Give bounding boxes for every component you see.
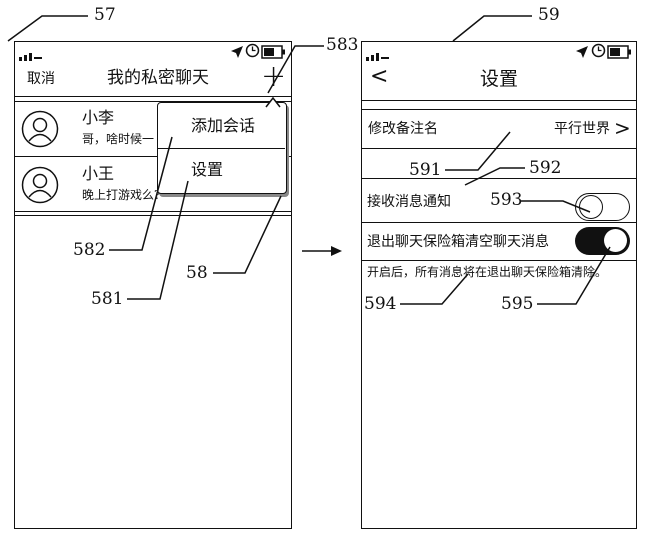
menu-item-label: 添加会话 — [191, 116, 256, 135]
cancel-button[interactable]: 取消 — [27, 71, 55, 87]
section-divider — [361, 109, 637, 110]
row-divider — [361, 260, 637, 261]
row-divider-2 — [14, 215, 292, 216]
location-icon — [575, 44, 589, 63]
remark-row[interactable]: 修改备注名 平行世界 > — [361, 110, 637, 148]
clear-on-exit-toggle[interactable] — [575, 227, 630, 255]
ref-label-592: 592 — [529, 158, 562, 178]
chat-preview: 哥，啥时候一 — [82, 132, 155, 146]
notify-row: 接收消息通知 — [361, 179, 637, 221]
clock-icon — [245, 43, 260, 62]
ref-label-581: 581 — [91, 289, 124, 309]
section-divider — [361, 178, 637, 179]
remark-label: 修改备注名 — [368, 121, 438, 137]
add-icon[interactable]: + — [261, 59, 287, 94]
ref-label-593: 593 — [490, 190, 523, 210]
row-divider — [14, 211, 292, 212]
toggle-knob — [604, 229, 627, 252]
battery-icon — [607, 44, 633, 63]
ref-label-594: 594 — [364, 294, 397, 314]
location-icon — [230, 44, 244, 63]
popup-menu: 添加会话 设置 — [157, 102, 287, 194]
clear-on-exit-note: 开启后，所有消息将在退出聊天保险箱清除。 — [367, 265, 608, 279]
list-item[interactable]: 小李 哥，啥时候一 — [14, 102, 292, 156]
clear-on-exit-row: 退出聊天保险箱清空聊天消息 — [361, 223, 637, 261]
ref-label-595: 595 — [501, 294, 534, 314]
chat-preview: 晚上打游戏么? — [82, 188, 161, 202]
signal-icon — [19, 46, 45, 65]
battery-icon — [261, 44, 287, 63]
avatar — [21, 166, 59, 208]
ref-label-583: 583 — [326, 35, 359, 55]
menu-item-settings[interactable]: 设置 — [158, 149, 285, 193]
notify-toggle[interactable] — [575, 193, 630, 221]
row-divider — [14, 156, 292, 157]
ref-label-582: 582 — [73, 240, 106, 260]
popup-pointer — [265, 93, 281, 112]
list-item[interactable]: 小王 晚上打游戏么? — [14, 157, 292, 211]
ref-label-58: 58 — [186, 263, 208, 283]
header-divider — [14, 96, 292, 97]
remark-value: 平行世界 — [554, 121, 610, 137]
menu-item-add-session[interactable]: 添加会话 — [158, 103, 285, 149]
ref-label-57: 57 — [94, 5, 116, 25]
ref-label-591: 591 — [409, 160, 442, 180]
header-divider — [361, 100, 637, 101]
right-phone-screen — [361, 41, 637, 529]
notify-label: 接收消息通知 — [367, 194, 451, 210]
chat-name: 小王 — [82, 164, 115, 183]
header-divider-2 — [14, 101, 292, 102]
page-title: 我的私密聊天 — [107, 68, 209, 88]
row-divider — [361, 148, 637, 149]
chat-name: 小李 — [82, 108, 115, 127]
avatar — [21, 110, 59, 152]
back-button[interactable]: < — [370, 64, 389, 89]
clear-on-exit-label: 退出聊天保险箱清空聊天消息 — [367, 234, 549, 250]
signal-icon — [366, 46, 392, 65]
row-divider — [361, 222, 637, 223]
chevron-right-icon: > — [614, 116, 631, 140]
ref-label-59: 59 — [538, 5, 560, 25]
menu-item-label: 设置 — [191, 160, 224, 179]
settings-title: 设置 — [480, 68, 519, 90]
clock-icon — [591, 43, 606, 62]
